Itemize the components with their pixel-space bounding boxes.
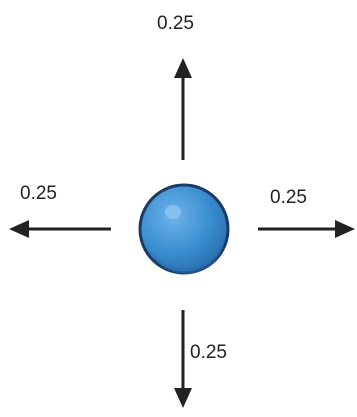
probability-label-up: 0.25 xyxy=(157,13,194,34)
arrow-right-icon xyxy=(258,220,355,238)
particle-sphere-icon xyxy=(138,183,230,275)
probability-label-right: 0.25 xyxy=(270,187,307,208)
probability-label-down: 0.25 xyxy=(190,342,227,363)
probability-label-left: 0.25 xyxy=(20,183,57,204)
arrow-down-icon xyxy=(174,310,192,408)
arrow-up-icon xyxy=(174,58,192,160)
arrow-left-icon xyxy=(9,220,111,238)
